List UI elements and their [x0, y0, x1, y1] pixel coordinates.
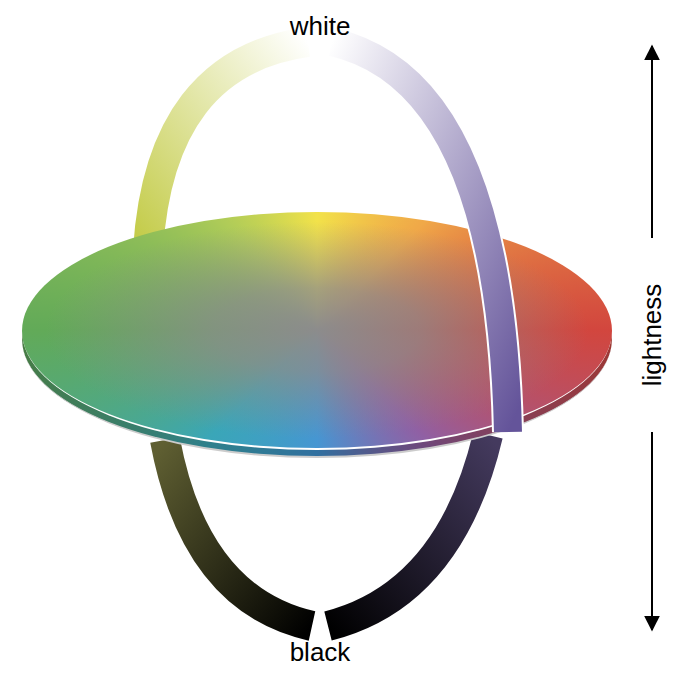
lower-left-arc — [165, 440, 312, 626]
pole-label: white — [290, 13, 351, 39]
lower-right-arc — [328, 435, 488, 626]
lightness-axis-upper — [317, 40, 324, 336]
up-arrow — [651, 46, 653, 238]
upper-right-arc-edge — [332, 42, 508, 432]
down-arrow — [651, 432, 653, 630]
lightness-axis-lower — [317, 440, 324, 626]
upper-right-arc — [332, 42, 508, 432]
axis-label: lightness — [639, 284, 665, 387]
pole-label: black — [290, 639, 351, 665]
